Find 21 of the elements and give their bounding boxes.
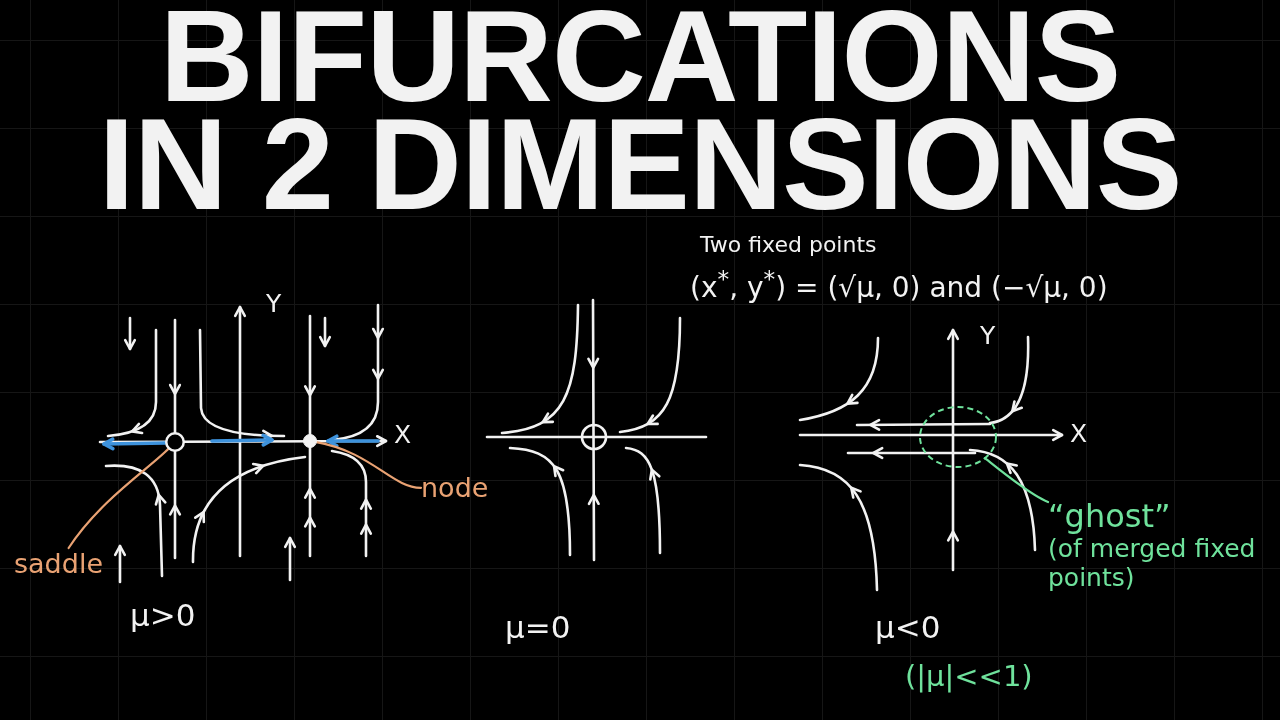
title: BIFURCATIONS IN 2 DIMENSIONS xyxy=(97,2,1183,218)
leader-line xyxy=(315,441,423,489)
leader-line xyxy=(983,457,1050,504)
parameter-label: μ<0 xyxy=(875,610,941,646)
saddle-point xyxy=(165,432,185,452)
axis-label: X xyxy=(394,421,412,450)
note-text: Two fixed points xyxy=(700,232,877,258)
parameter-label: μ=0 xyxy=(505,610,571,646)
ghost-region xyxy=(919,406,997,468)
annotation-note: (of merged fixed points) xyxy=(1048,534,1257,593)
node-point xyxy=(303,434,317,448)
formula-text: (x$^{*}$, y$^{*}$) = (√μ, 0) and (−√μ, 0) xyxy=(690,266,1108,305)
annotation-label: “ghost” xyxy=(1048,498,1171,535)
axis-label: X xyxy=(1070,420,1088,449)
axis-label: Y xyxy=(980,322,996,351)
annotation-label: saddle xyxy=(14,548,103,580)
parameter-label: μ>0 xyxy=(130,598,196,634)
leader-line xyxy=(67,447,171,550)
annotation-label: node xyxy=(421,472,489,504)
axis-label: Y xyxy=(266,290,282,319)
condition-note: (|μ|<<1) xyxy=(905,660,1033,694)
